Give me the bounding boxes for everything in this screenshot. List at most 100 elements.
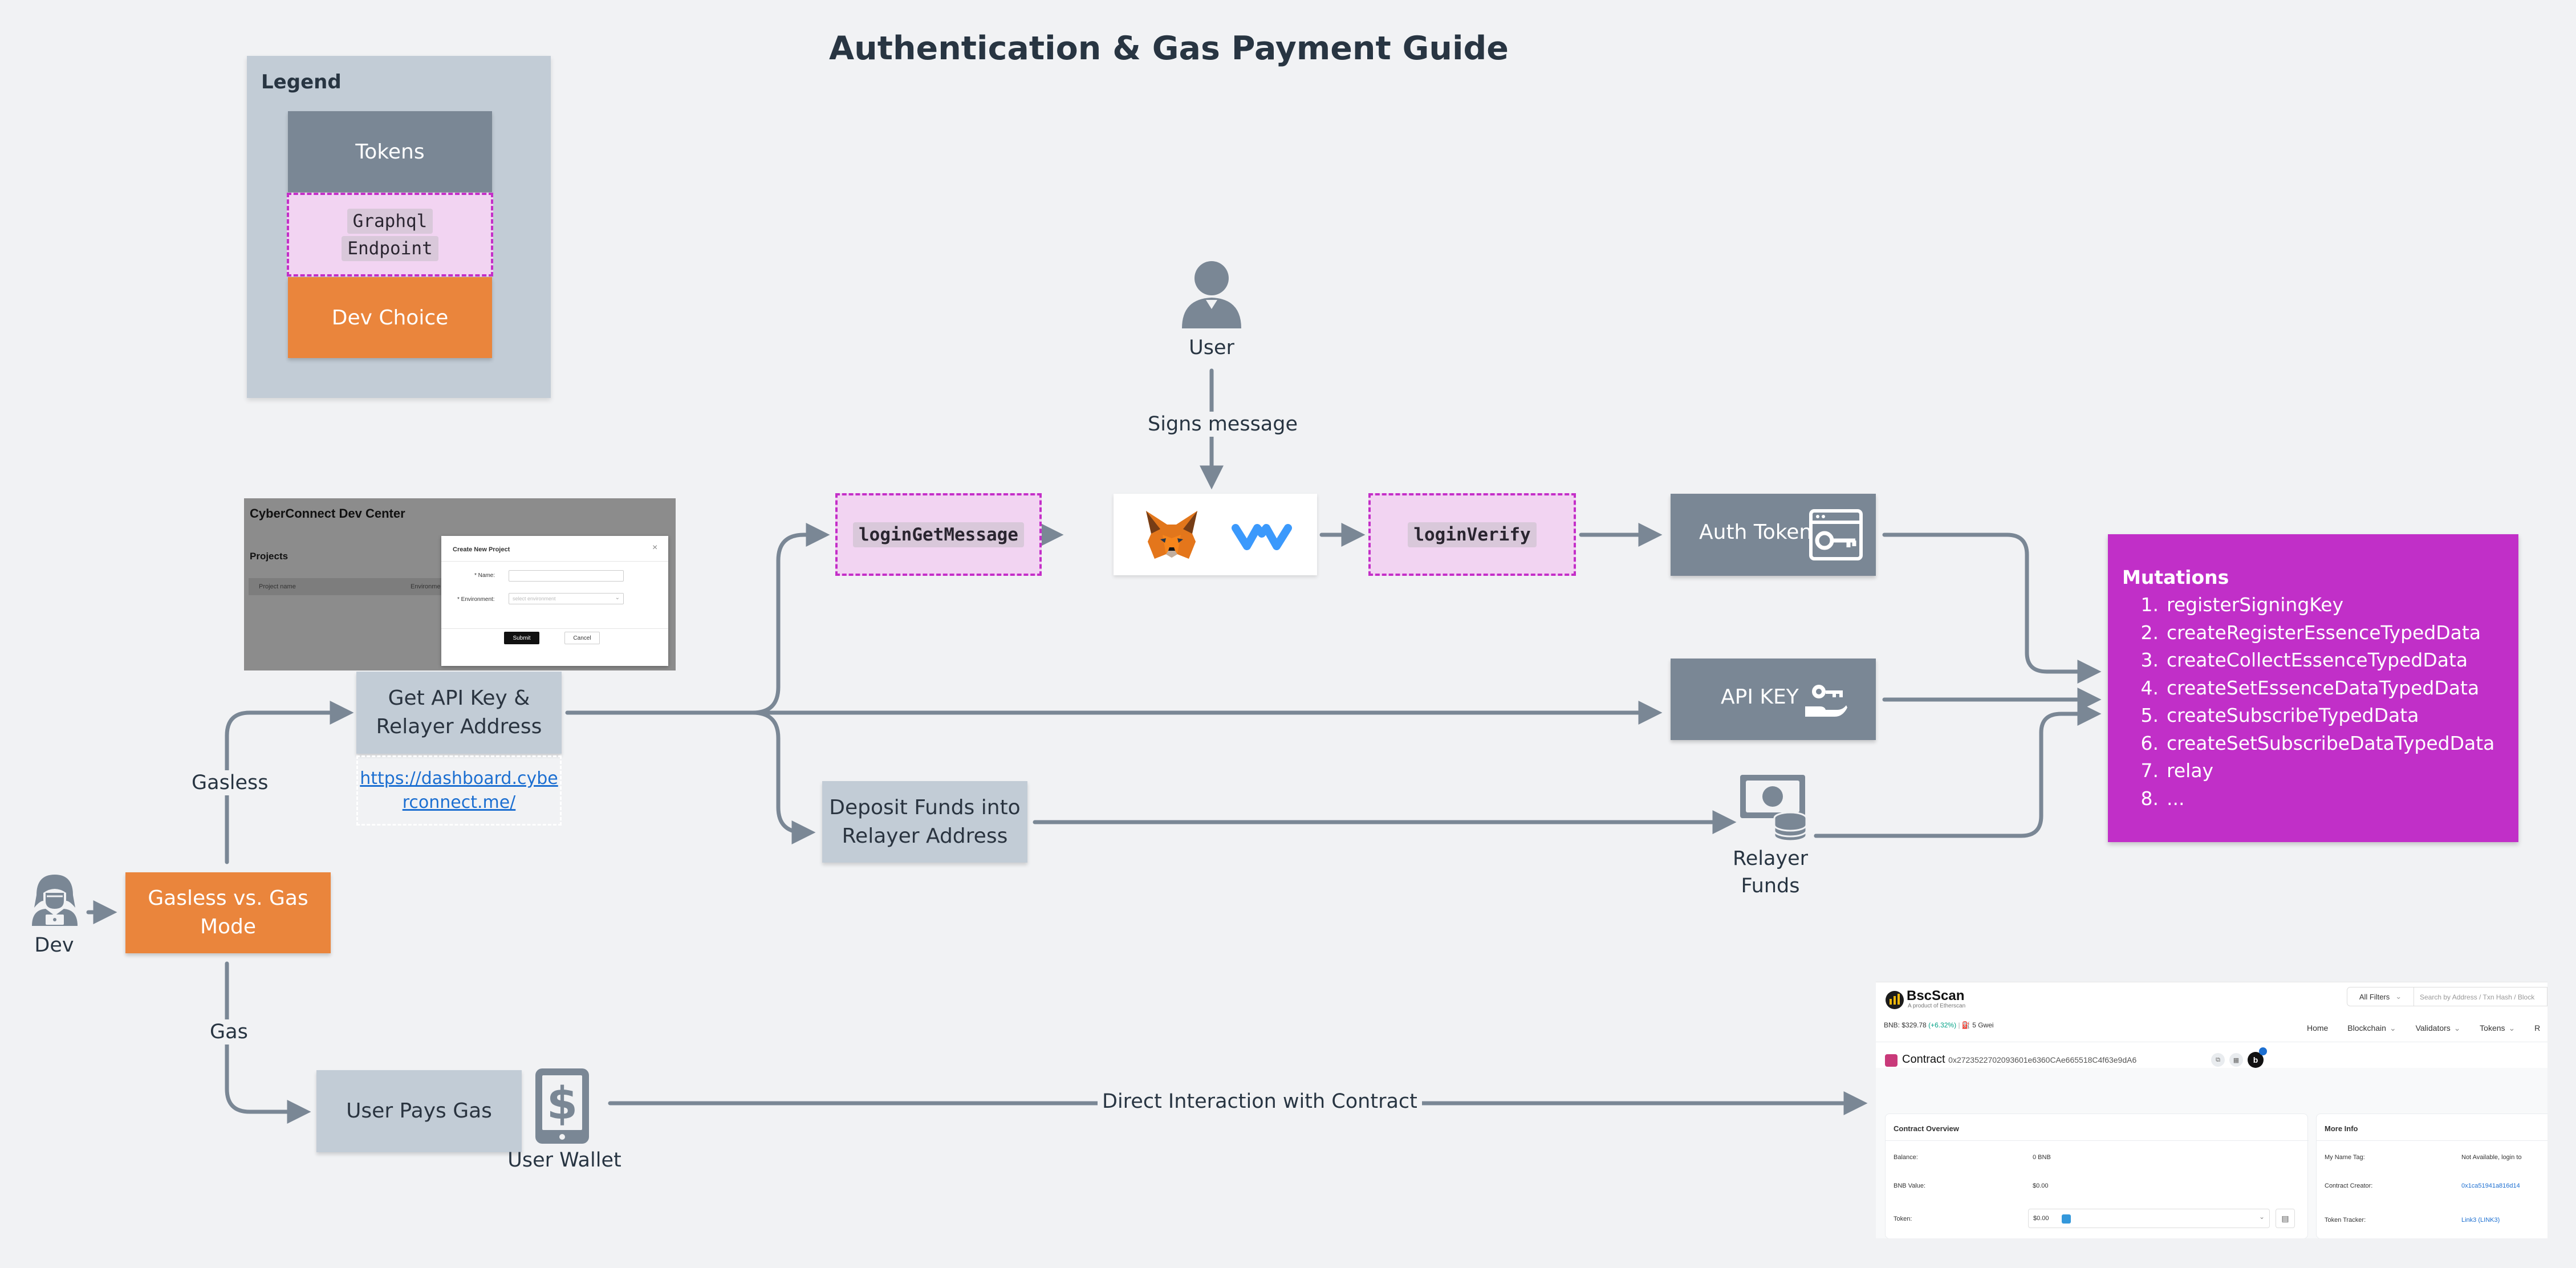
dialog-env-placeholder: select environment — [513, 596, 556, 602]
overview-token-label: Token: — [1894, 1216, 1912, 1222]
nav-tokens[interactable]: Tokens — [2480, 1023, 2505, 1033]
bscscan-search-input[interactable]: Search by Address / Txn Hash / Block — [2414, 987, 2547, 1006]
dialog-title: Create New Project — [453, 546, 510, 553]
mutation-item-label: registerSigningKey — [2167, 594, 2344, 616]
bscscan-filter-select[interactable]: All Filters ⌄ — [2347, 987, 2414, 1006]
auth-token-label: Auth Token — [1699, 521, 1813, 544]
deposit-funds-node[interactable]: Deposit Funds into Relayer Address — [822, 781, 1027, 863]
dev-center-col-project: Project name — [259, 583, 296, 590]
metamask-icon — [1143, 506, 1200, 563]
money-coins-icon — [1739, 773, 1810, 842]
overview-balance-label: Balance: — [1894, 1154, 1918, 1161]
mutation-item-number: 7. — [2140, 759, 2159, 782]
user-icon — [1179, 260, 1245, 330]
auth-token-node[interactable]: Auth Token — [1671, 494, 1876, 576]
dashboard-link-line2[interactable]: rconnect.me/ — [402, 792, 516, 812]
edge-auth-to-mutations — [1882, 533, 2102, 684]
wallet-dollar-icon: $ — [533, 1066, 591, 1146]
login-get-message-node[interactable]: loginGetMessage — [835, 493, 1042, 576]
mutation-item-number: 2. — [2140, 621, 2159, 644]
mutations-heading: Mutations — [2122, 566, 2229, 588]
overview-bnb-value: $0.00 — [2033, 1182, 2049, 1189]
api-key-node[interactable]: API KEY — [1671, 659, 1876, 740]
gas-edge-label: Gas — [205, 1019, 253, 1045]
dev-center-col-env: Environme — [411, 583, 441, 590]
mutation-item-label: createSubscribeTypedData — [2167, 704, 2419, 726]
dialog-submit-label: Submit — [513, 635, 531, 641]
mutation-item: 2. createRegisterEssenceTypedData — [2122, 619, 2494, 647]
dialog-submit-button[interactable]: Submit — [504, 632, 539, 644]
overview-bnb-value-label: BNB Value: — [1894, 1182, 1926, 1189]
relayer-funds-line2: Funds — [1741, 875, 1800, 897]
mutation-item-label: ... — [2167, 787, 2185, 810]
dialog-env-label: * Environment: — [457, 596, 495, 603]
token-select-value: $0.00 — [2033, 1215, 2049, 1222]
chevron-down-icon: ⌄ — [615, 595, 620, 601]
login-verify-node[interactable]: loginVerify — [1368, 493, 1576, 576]
contract-address: 0x2723522702093601e6360CAe665518C4f63e9d… — [1948, 1055, 2137, 1064]
mutation-item-label: createSetSubscribeDataTypedData — [2167, 731, 2495, 754]
api-key-label: API KEY — [1721, 685, 1799, 709]
get-api-key-line1: Get API Key & — [388, 686, 530, 710]
deposit-line2: Relayer Address — [842, 824, 1008, 848]
login-verify-label: loginVerify — [1408, 522, 1537, 547]
nav-validators[interactable]: Validators — [2415, 1023, 2451, 1033]
bscscan-price: BNB: $329.78 (+6.32%) | ⛽ 5 Gwei — [1884, 1021, 1994, 1029]
mutation-item-number: 3. — [2140, 649, 2159, 671]
gasless-vs-gas-mode-node[interactable]: Gasless vs. Gas Mode — [125, 872, 331, 953]
nav-home[interactable]: Home — [2307, 1023, 2329, 1033]
qr-code-icon[interactable]: ▦ — [2229, 1053, 2243, 1067]
user-label: User — [1189, 336, 1234, 359]
legend-heading: Legend — [261, 71, 342, 94]
more-info-card: More Info My Name Tag: Not Available, lo… — [2316, 1113, 2547, 1238]
legend-tokens: Tokens — [288, 111, 492, 192]
nav-resources[interactable]: R — [2534, 1023, 2541, 1033]
edge-getapi-to-getmsg — [750, 523, 830, 715]
mutation-item-number: 1. — [2140, 594, 2159, 616]
bnb-gas: 5 Gwei — [1972, 1021, 1994, 1029]
hand-key-icon — [1803, 679, 1848, 722]
mutation-item: 6.createSetSubscribeDataTypedData — [2122, 730, 2495, 758]
more-info-name-tag-label: My Name Tag: — [2325, 1154, 2365, 1161]
edge-mode-to-getapi — [225, 701, 354, 864]
dialog-cancel-button[interactable]: Cancel — [564, 632, 600, 644]
user-pays-gas-node[interactable]: User Pays Gas — [316, 1070, 522, 1152]
legend-dev-choice-label: Dev Choice — [331, 306, 449, 330]
browser-key-icon — [1807, 506, 1864, 563]
svg-text:$: $ — [547, 1078, 578, 1129]
mutation-item: 4. createSetEssenceDataTypedData — [2122, 674, 2494, 702]
direct-interaction-label: Direct Interaction with Contract — [1098, 1089, 1422, 1114]
login-get-message-label: loginGetMessage — [853, 522, 1024, 547]
create-project-dialog: Create New Project × * Name: * Environme… — [441, 536, 668, 666]
more-info-token-tracker-value[interactable]: Link3 (LINK3) — [2461, 1217, 2500, 1224]
bnb-change: (+6.32%) — [1928, 1021, 1957, 1029]
dialog-close-icon[interactable]: × — [652, 543, 658, 552]
bscscan-brand: BscScan — [1907, 988, 1965, 1003]
dialog-name-input[interactable] — [509, 570, 624, 582]
bscscan-tagline: A product of Etherscan — [1908, 1003, 1966, 1009]
mutation-item-label: createSetEssenceDataTypedData — [2167, 676, 2480, 699]
page-title: Authentication & Gas Payment Guide — [829, 30, 1509, 67]
walletconnect-icon — [1228, 511, 1296, 559]
signs-message-label: Signs message — [1143, 412, 1302, 437]
nav-blockchain[interactable]: Blockchain — [2347, 1023, 2386, 1033]
copy-icon[interactable]: ⧉ — [2211, 1053, 2225, 1067]
dialog-name-label: * Name: — [474, 572, 495, 579]
get-api-key-node[interactable]: Get API Key & Relayer Address — [356, 672, 562, 754]
dialog-env-select[interactable]: select environment ⌄ — [509, 593, 624, 604]
token-count-badge — [2062, 1214, 2071, 1224]
dev-center-screenshot: CyberConnect Dev Center Projects Project… — [244, 498, 676, 670]
mutation-item-label: createCollectEssenceTypedData — [2167, 649, 2468, 671]
mutation-item-label: createRegisterEssenceTypedData — [2167, 621, 2481, 644]
mutation-item-number: 4. — [2140, 676, 2159, 699]
notification-dot — [2259, 1047, 2267, 1055]
token-list-button[interactable]: ▤ — [2276, 1209, 2295, 1228]
dashboard-link-line1[interactable]: https://dashboard.cybe — [360, 768, 558, 789]
mutation-item: 7.relay — [2122, 757, 2494, 785]
more-info-creator-value[interactable]: 0x1ca51941a816d14 — [2461, 1182, 2520, 1189]
mutation-item-number: 5. — [2140, 704, 2159, 726]
token-select[interactable]: $0.00 ⌄ — [2028, 1209, 2270, 1228]
mutation-item: 1. registerSigningKey — [2122, 591, 2494, 619]
relayer-funds-label: Relayer Funds — [1716, 845, 1825, 900]
gas-pump-icon: ⛽ — [1961, 1021, 1970, 1029]
